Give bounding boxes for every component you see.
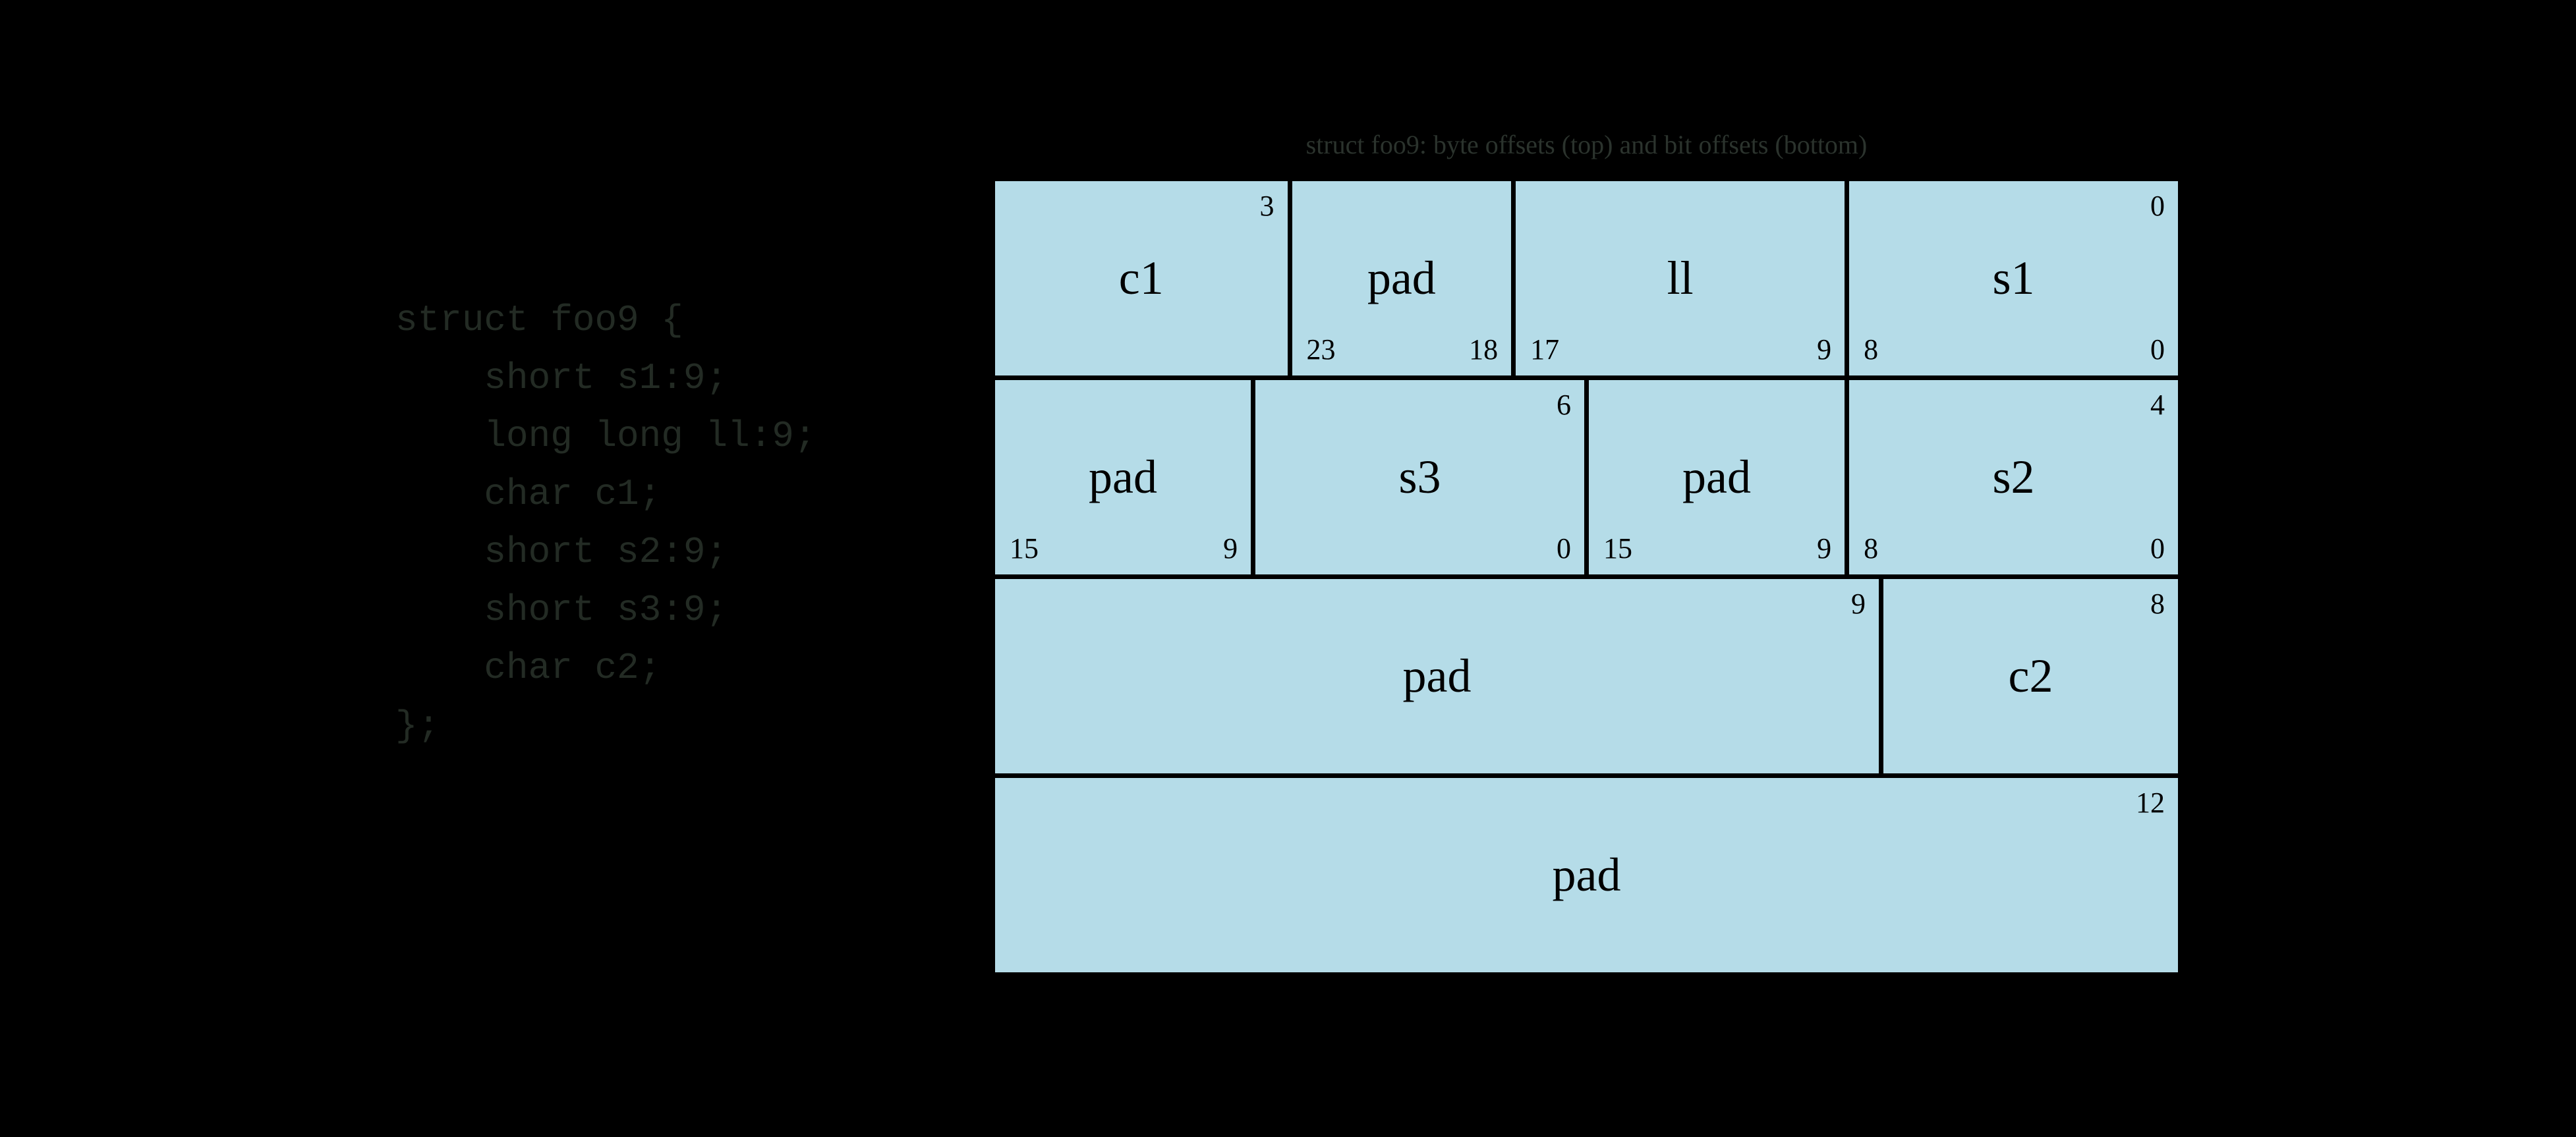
bit-offset-low: 0 — [2150, 532, 2165, 565]
bit-offset-low: 9 — [1223, 532, 1238, 565]
byte-offset: 9 — [1851, 588, 1866, 620]
field-cell-pad: pad 12 — [995, 778, 2178, 972]
field-label: pad — [1682, 451, 1752, 503]
field-label: pad — [1089, 451, 1158, 503]
bit-offset-low: 18 — [1469, 333, 1499, 366]
field-label: s1 — [1992, 252, 2035, 304]
code-line: struct foo9 { — [395, 299, 683, 341]
struct-layout-diagram: c1 3 pad 23 18 ll 17 9 s1 0 8 0 pad 15 9 s3 6 0 pad 15 9 s2 4 8… — [995, 181, 2178, 972]
field-cell-s3: s3 6 0 — [1255, 380, 1584, 574]
byte-offset: 6 — [1557, 389, 1571, 421]
field-cell-c2: c2 8 — [1883, 579, 2178, 773]
field-cell-c1: c1 3 — [995, 181, 1288, 375]
bitfield-row: pad 12 — [995, 778, 2178, 972]
byte-offset: 8 — [2150, 588, 2165, 620]
field-cell-pad: pad 23 18 — [1292, 181, 1512, 375]
field-cell-pad: pad 9 — [995, 579, 1879, 773]
field-cell-s1: s1 0 8 0 — [1849, 181, 2178, 375]
bit-offset-high: 17 — [1530, 333, 1560, 366]
field-cell-s2: s2 4 8 0 — [1849, 380, 2178, 574]
bit-offset-low: 9 — [1817, 532, 1832, 565]
field-label: s3 — [1398, 451, 1441, 503]
field-label: pad — [1367, 252, 1436, 304]
field-label: ll — [1667, 252, 1694, 304]
byte-offset: 4 — [2150, 389, 2165, 421]
bitfield-row: c1 3 pad 23 18 ll 17 9 s1 0 8 0 — [995, 181, 2178, 375]
code-line: short s1:9; — [395, 357, 728, 399]
field-cell-pad: pad 15 9 — [995, 380, 1251, 574]
bit-offset-low: 9 — [1817, 333, 1832, 366]
field-label: c2 — [2008, 650, 2053, 702]
bit-offset-high: 15 — [1603, 532, 1632, 565]
bit-offset-low: 0 — [2150, 333, 2165, 366]
bit-offset-high: 8 — [1864, 333, 1879, 366]
code-line: }; — [395, 705, 440, 747]
bit-offset-high: 15 — [1010, 532, 1039, 565]
struct-source-code: struct foo9 { short s1:9; long long ll:9… — [395, 291, 816, 755]
bitfield-row: pad 15 9 s3 6 0 pad 15 9 s2 4 8 0 — [995, 380, 2178, 574]
bit-offset-low: 0 — [1557, 532, 1571, 565]
code-line: char c2; — [395, 647, 662, 689]
field-label: pad — [1552, 848, 1621, 901]
code-line: long long ll:9; — [395, 415, 816, 457]
field-label: s2 — [1992, 451, 2035, 503]
figure-title: struct foo9: byte offsets (top) and bit … — [1305, 130, 1868, 159]
field-label: c1 — [1118, 252, 1164, 304]
byte-offset: 3 — [1259, 190, 1274, 222]
field-label: pad — [1402, 650, 1472, 702]
code-line: short s3:9; — [395, 589, 728, 631]
byte-offset: 12 — [2136, 787, 2165, 819]
byte-offset: 0 — [2150, 190, 2165, 222]
bitfield-row: pad 9 c2 8 — [995, 579, 2178, 773]
bit-offset-high: 8 — [1864, 532, 1879, 565]
code-line: short s2:9; — [395, 531, 728, 573]
bit-offset-high: 23 — [1306, 333, 1336, 366]
code-line: char c1; — [395, 473, 662, 515]
field-cell-pad: pad 15 9 — [1589, 380, 1845, 574]
field-cell-ll: ll 17 9 — [1516, 181, 1845, 375]
